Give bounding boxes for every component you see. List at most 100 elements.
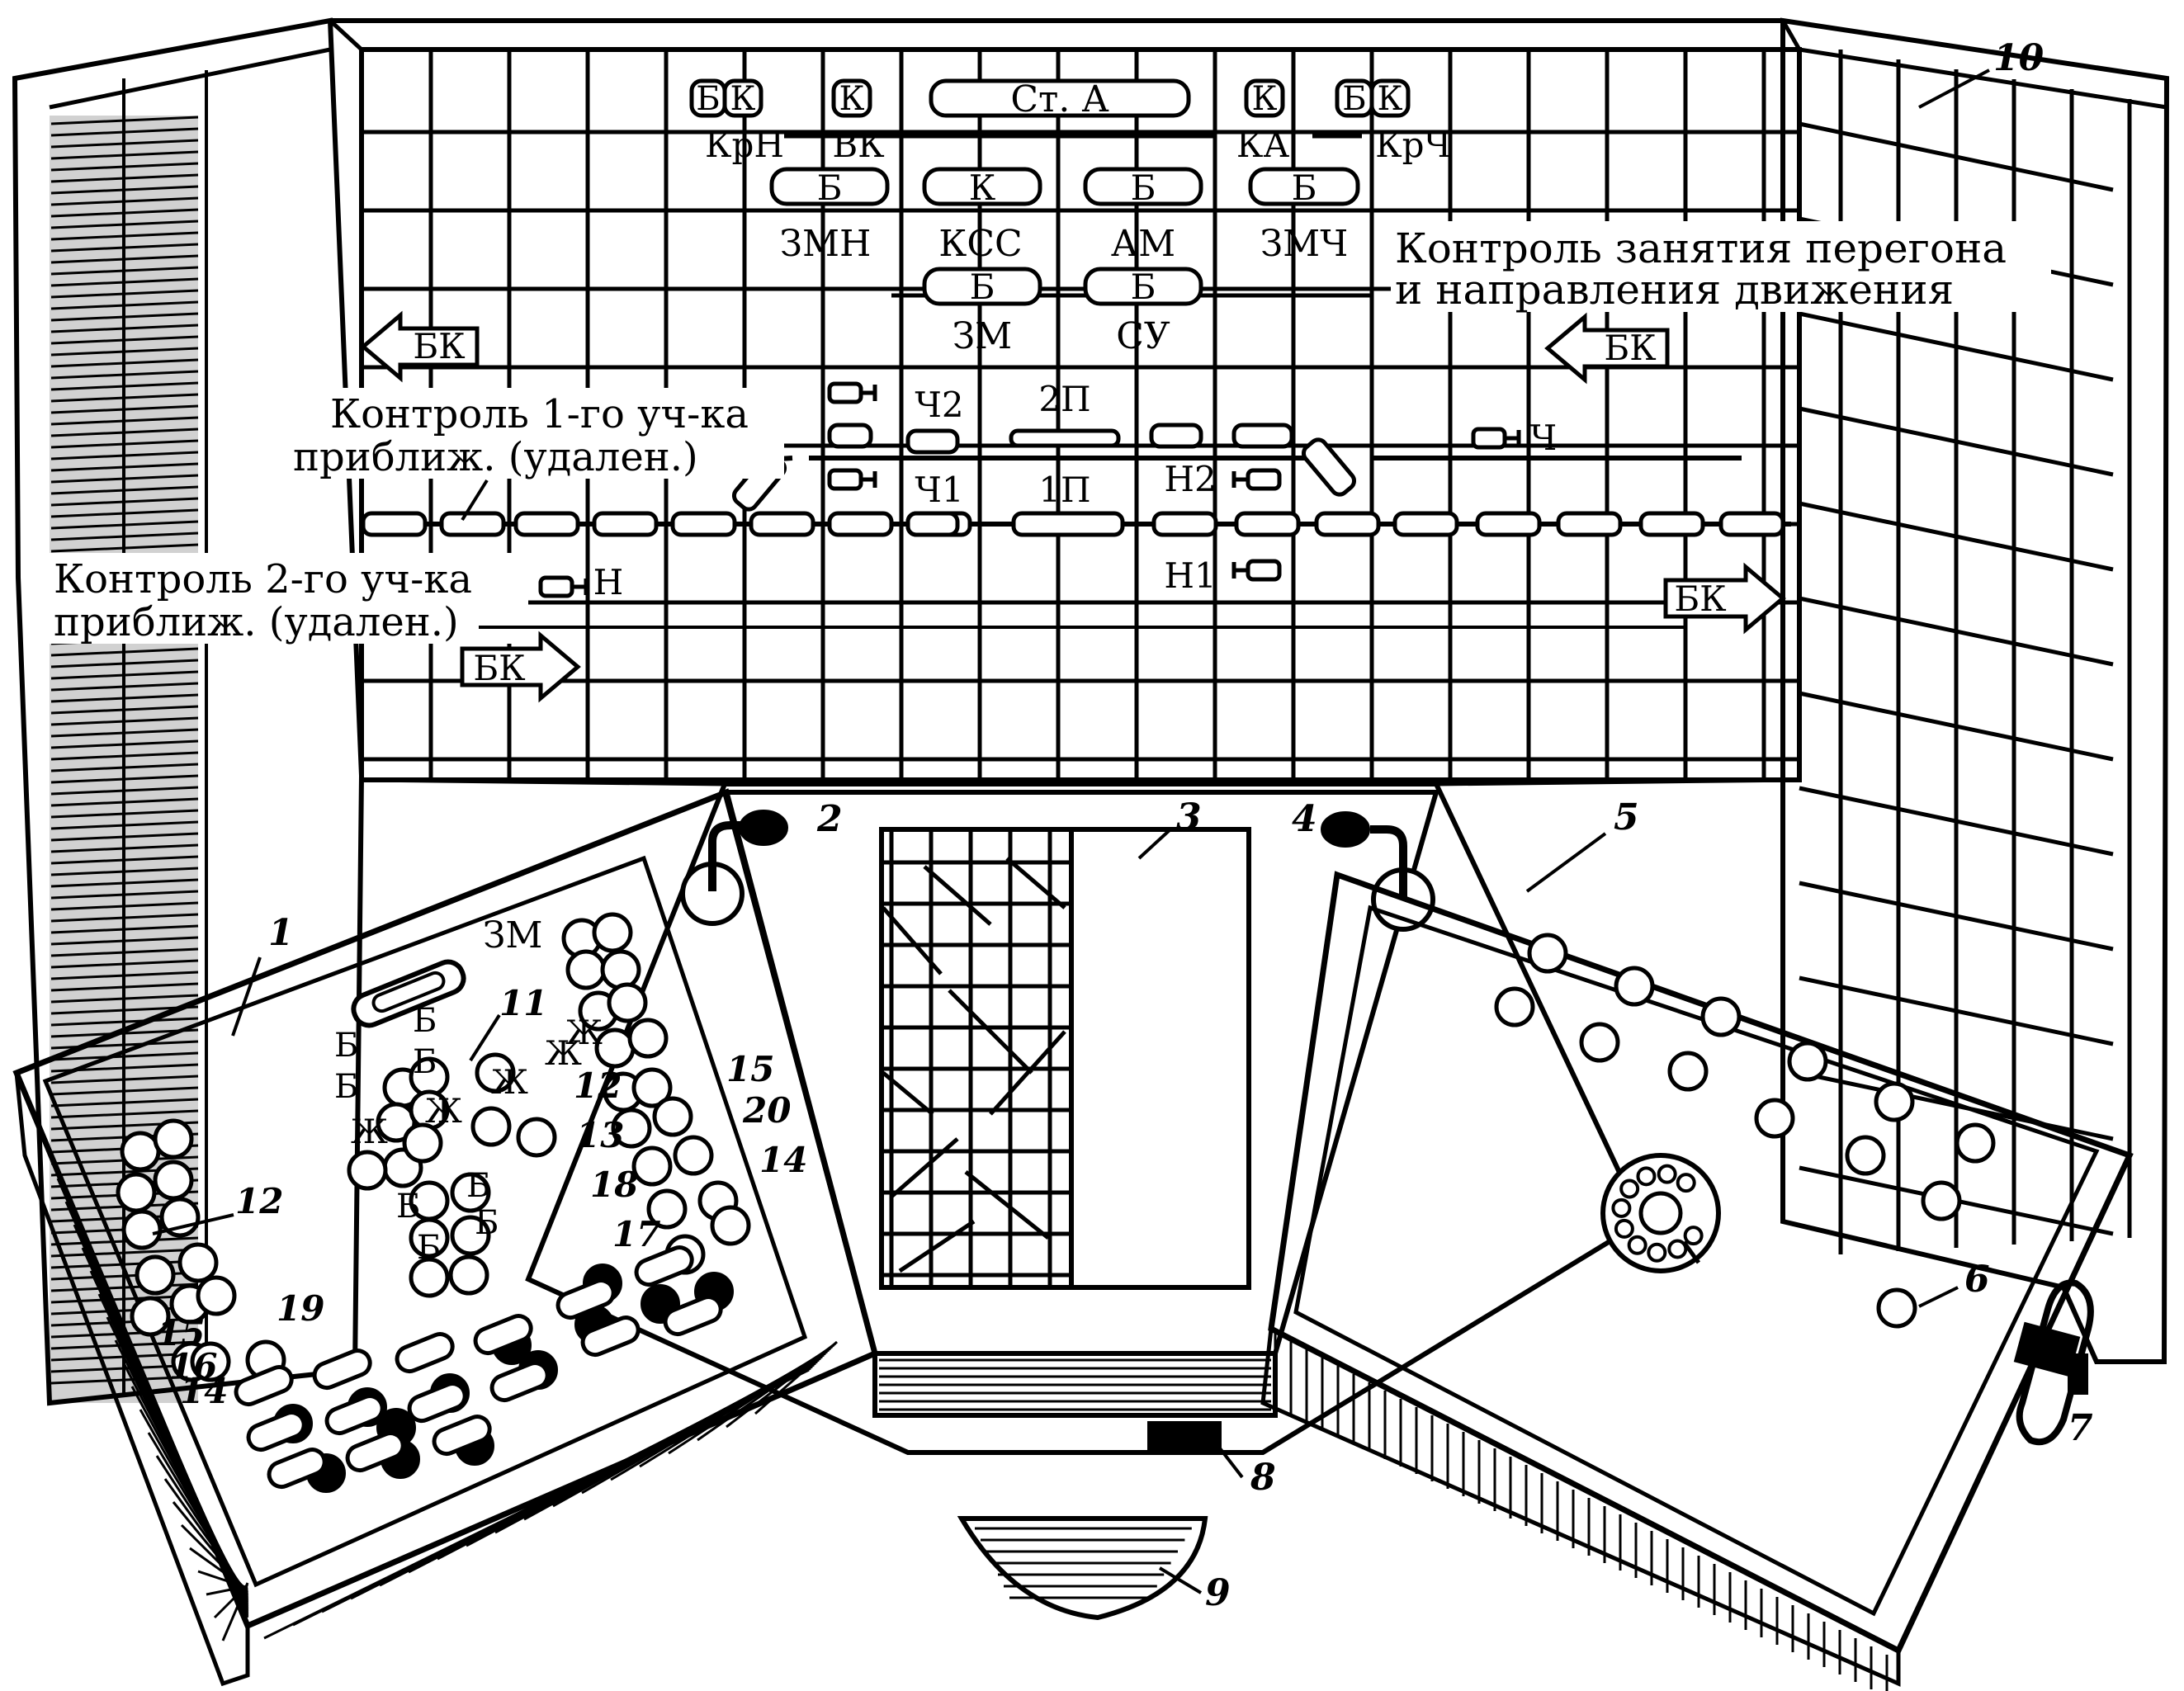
track-section-lamp — [1234, 511, 1301, 537]
panel-letter-zh: Ж — [425, 1093, 462, 1131]
panel-hatch-line — [754, 1340, 838, 1415]
panel-key-slot — [324, 1394, 385, 1436]
lamp-k-kss: К — [969, 168, 996, 208]
dial-hole — [1683, 1226, 1704, 1246]
callout-3: 3 — [1176, 796, 1202, 838]
track-section-lamp — [513, 511, 580, 537]
panel-button — [190, 1341, 231, 1382]
panel-letter-b: Б — [396, 1188, 420, 1226]
panel-button — [631, 1067, 673, 1108]
second-row-lamps: Б К Б Б ЗМН КСС АМ ЗМЧ Б Б ЗМ СУ — [769, 167, 1370, 357]
panel-button — [347, 1150, 388, 1191]
callout-14-left: 14 — [180, 1371, 228, 1411]
panel-hatch-line — [197, 1570, 248, 1589]
label-ka: КА — [1236, 125, 1290, 165]
panel-letter-zh: Ж — [351, 1113, 388, 1151]
panel-button — [1921, 1180, 1962, 1221]
panel-letter-b: Б — [417, 1229, 441, 1267]
wall-grid-line — [1799, 501, 2114, 572]
panel-key-slot — [663, 1295, 723, 1337]
panel-key-slot — [432, 1415, 492, 1457]
callout-4: 4 — [1292, 798, 1317, 840]
dial-hole — [1657, 1164, 1677, 1184]
lamp-k-krch: К — [1378, 80, 1403, 118]
panel-button — [402, 1122, 443, 1164]
sec2-line2: приближ. (удален.) — [54, 599, 459, 645]
label-n2: Н2 — [1164, 459, 1216, 499]
callout-5: 5 — [1614, 796, 1639, 838]
lamp-k-ka: К — [1252, 80, 1278, 118]
panel-button — [1754, 1098, 1795, 1139]
dial-hole — [1667, 1239, 1688, 1259]
microphones — [680, 810, 1435, 932]
callout-8: 8 — [1250, 1457, 1276, 1499]
dial-hole — [1647, 1242, 1667, 1263]
panel-button — [627, 1018, 669, 1059]
screen-route-line — [1005, 857, 1066, 909]
label-1p: 1П — [1038, 470, 1090, 510]
panel-button — [611, 1108, 652, 1149]
callout-11: 11 — [499, 983, 547, 1023]
track-section-lamp — [1475, 511, 1542, 537]
panel-button — [177, 1242, 219, 1283]
button-6[interactable] — [1876, 1287, 1917, 1329]
callout-12-right: 12 — [574, 1065, 622, 1106]
track-section-lamp — [1151, 511, 1218, 537]
panel-key-slot — [246, 1410, 306, 1452]
panel-button — [1874, 1081, 1915, 1122]
panel-hatch-line — [726, 1342, 836, 1429]
left-panel-zm: ЗМ — [483, 914, 542, 957]
callout-2: 2 — [816, 798, 843, 840]
screen-route-line — [882, 1071, 934, 1116]
panel-hatch-line — [189, 1547, 248, 1591]
bk-label-2: БК — [1604, 328, 1657, 368]
screen-route-line — [923, 865, 992, 926]
sec1-line1: Контроль 1-го уч-ка — [330, 391, 749, 437]
panel-key-slot — [634, 1245, 694, 1287]
panel-letter-b: Б — [334, 1068, 358, 1106]
callout-14-right: 14 — [759, 1140, 807, 1180]
right-control-panel — [957, 871, 2134, 1691]
callout-6: 6 — [1964, 1259, 1990, 1301]
panel-button — [600, 949, 641, 990]
lamp-b-zm: Б — [970, 267, 995, 307]
panel-button — [153, 1160, 194, 1201]
wall-grid-line — [1799, 596, 2114, 667]
panel-key-slot — [395, 1332, 455, 1374]
panel-button — [646, 1188, 688, 1230]
label-am: АМ — [1111, 223, 1175, 265]
panel-key-slot — [312, 1349, 372, 1391]
panel-button — [121, 1209, 163, 1250]
lamp-b-krn: Б — [696, 80, 720, 118]
panel-button — [1494, 986, 1535, 1027]
panel-key-slot — [580, 1315, 641, 1358]
callout-20: 20 — [742, 1090, 791, 1131]
track-section-lamp — [1638, 511, 1705, 537]
haul-note-line2: и направления движения — [1395, 266, 1954, 314]
panel-button — [1579, 1022, 1620, 1063]
panel-button — [673, 1135, 714, 1176]
panel-button — [120, 1131, 161, 1172]
label-zm: ЗМ — [953, 315, 1012, 357]
panel-letter-b: Б — [475, 1204, 499, 1242]
sec2-line1: Контроль 2-го уч-ка — [54, 556, 472, 602]
dial-hole — [1676, 1173, 1696, 1193]
callouts: 1 2 3 4 5 6 7 8 9 10 11 12 12 13 14 14 1… — [152, 37, 2093, 1614]
panel-button — [409, 1217, 450, 1259]
panel-button — [1787, 1041, 1828, 1082]
screen-route-line — [964, 1170, 1050, 1240]
callout-19: 19 — [277, 1288, 324, 1329]
callout-13: 13 — [576, 1115, 624, 1155]
panel-key-slot — [489, 1361, 550, 1403]
lamp-b-su: Б — [1131, 267, 1156, 307]
panel-hatch-line — [206, 1585, 248, 1596]
panel-button — [565, 949, 607, 990]
microphone-2-head — [739, 810, 788, 846]
callout-1: 1 — [268, 912, 294, 954]
desk-base — [361, 777, 1800, 1455]
panel-button — [631, 1145, 673, 1187]
handset-7 — [2013, 1279, 2094, 1446]
panel-button — [516, 1117, 557, 1158]
wall-grid-line — [1799, 121, 2114, 192]
